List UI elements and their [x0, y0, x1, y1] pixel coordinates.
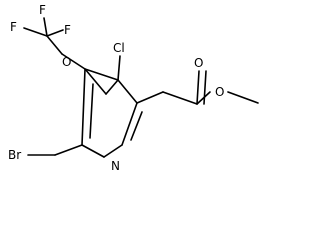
atom-n: N: [111, 159, 120, 173]
molecule-diagram: F F F O Cl Br N O O: [8, 3, 259, 173]
bond-co-double-b: [203, 70, 207, 105]
atom-f1: F: [10, 20, 17, 34]
atom-cl: Cl: [113, 41, 125, 55]
bond-carbonyl-o: [196, 91, 211, 105]
bond-c6-n: [103, 144, 123, 158]
bond-c6-ch2: [136, 91, 164, 104]
bond-c4-c4prime: [105, 79, 119, 95]
bond-ch2-carbonyl: [162, 91, 198, 105]
bond-co-double-a: [196, 70, 200, 105]
bond-c4-cl: [117, 55, 121, 81]
bond-c2-c3: [81, 68, 86, 146]
atom-o-carbonyl: O: [194, 56, 203, 70]
bond-c5-c6: [121, 102, 138, 146]
bond-c-f3: [46, 29, 64, 37]
bond-ring-a: [84, 68, 107, 95]
bond-n-c2: [81, 144, 105, 158]
bond-c-f2: [43, 17, 48, 37]
bond-o-methyl: [227, 91, 259, 104]
bond-c-o-ether: [46, 35, 63, 55]
bond-c2-c3-double: [89, 83, 94, 139]
atom-br: Br: [8, 148, 21, 162]
atom-o-ester: O: [215, 85, 224, 99]
atom-f2: F: [39, 3, 46, 17]
bond-c-f1: [23, 27, 48, 37]
structure-canvas: F F F O Cl Br N O O: [8, 3, 259, 173]
atom-o-ether: O: [62, 55, 71, 69]
bond-c2-ch2: [54, 144, 83, 156]
bond-c3-c4: [84, 68, 119, 81]
bond-c4-c5: [117, 79, 138, 104]
bond-c6-c5-double: [130, 111, 143, 141]
bond-o-ether-ring: [61, 53, 86, 70]
atom-f3: F: [64, 23, 71, 37]
